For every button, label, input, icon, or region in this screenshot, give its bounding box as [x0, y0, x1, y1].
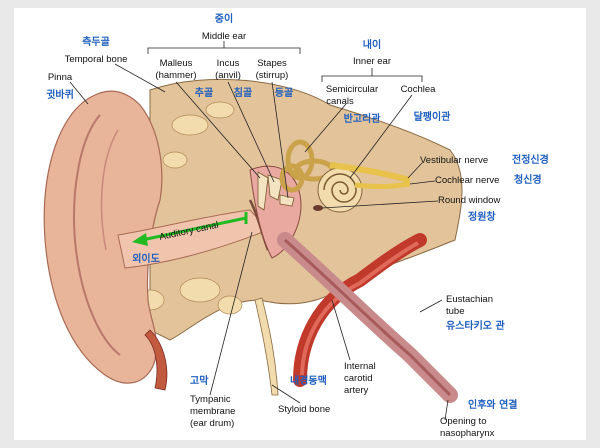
bone-texture — [206, 102, 234, 118]
semicircular-label: Semicircular — [326, 84, 378, 95]
styloid-label: Styloid bone — [278, 404, 330, 415]
middle-ear-ko-label: 중이 — [215, 12, 233, 25]
styloid-bone-shape — [255, 298, 278, 395]
round-window-shape — [313, 205, 323, 211]
stapes-sub-label: (stirrup) — [256, 70, 289, 81]
ear-anatomy-diagram: 측두골 Temporal bone Pinna 귓바퀴 중이 Middle ea… — [14, 8, 586, 440]
vestibular-nerve-ko-label: 전정신경 — [512, 153, 549, 166]
tympanic-ko-label: 고막 — [190, 374, 209, 387]
internal-carotid-label-2: carotid — [344, 373, 373, 384]
incus-label: Incus — [217, 58, 240, 69]
middle-ear-label: Middle ear — [202, 31, 246, 42]
cochlear-nerve-label: Cochlear nerve — [435, 175, 499, 186]
malleus-ko-label: 추골 — [195, 87, 213, 99]
tympanic-label-3: (ear drum) — [190, 418, 234, 429]
incus-sub-label: (anvil) — [215, 70, 241, 81]
bone-texture — [180, 278, 220, 302]
internal-carotid-ko-label: 내경동맥 — [290, 374, 327, 387]
eustachian-label-2: tube — [446, 306, 465, 317]
cochlea-shape — [318, 168, 362, 212]
diagram-canvas: 측두골 Temporal bone Pinna 귓바퀴 중이 Middle ea… — [14, 8, 586, 440]
cochlear-nerve-ko-label: 청신경 — [514, 173, 542, 186]
tympanic-label-2: membrane — [190, 406, 235, 417]
nasopharynx-label-2: nasopharynx — [440, 428, 495, 439]
round-window-label: Round window — [438, 195, 500, 206]
pinna-label: Pinna — [48, 72, 73, 83]
inner-ear-label: Inner ear — [353, 56, 391, 67]
bone-texture — [163, 152, 187, 168]
cochlear-nerve-shape — [355, 184, 410, 187]
vestibular-nerve-label: Vestibular nerve — [420, 155, 488, 166]
canals-label: canals — [326, 96, 354, 107]
nasopharynx-label-1: Opening to — [440, 416, 486, 427]
cochlea-ko-label: 달팽이관 — [414, 110, 452, 123]
eustachian-label-1: Eustachian — [446, 294, 493, 305]
temporal-bone-ko-label: 측두골 — [82, 35, 110, 48]
bone-texture — [218, 296, 242, 314]
malleus-label: Malleus — [160, 58, 193, 69]
temporal-bone-label: Temporal bone — [65, 54, 128, 65]
internal-carotid-label-1: Internal — [344, 361, 376, 372]
auditory-canal-ko-label: 외이도 — [132, 252, 160, 265]
stapes-label: Stapes — [257, 58, 287, 69]
round-window-ko-label: 정원창 — [468, 210, 496, 223]
malleus-sub-label: (hammer) — [155, 70, 196, 81]
eustachian-ko-label: 유스타키오 관 — [446, 319, 505, 332]
pinna-ko-label: 귓바퀴 — [46, 88, 74, 101]
bone-texture — [172, 115, 208, 135]
semicircular-ko-label: 반고리관 — [344, 112, 382, 125]
nasopharynx-ko-label: 인후와 연결 — [468, 398, 517, 411]
stapes-ko-label: 등골 — [275, 87, 293, 99]
cochlea-label: Cochlea — [401, 84, 437, 95]
incus-ko-label: 침골 — [234, 86, 252, 99]
tympanic-label-1: Tympanic — [190, 394, 231, 405]
ear-illustration — [44, 79, 462, 395]
internal-carotid-label-3: artery — [344, 385, 369, 396]
inner-ear-ko-label: 내이 — [363, 38, 381, 51]
